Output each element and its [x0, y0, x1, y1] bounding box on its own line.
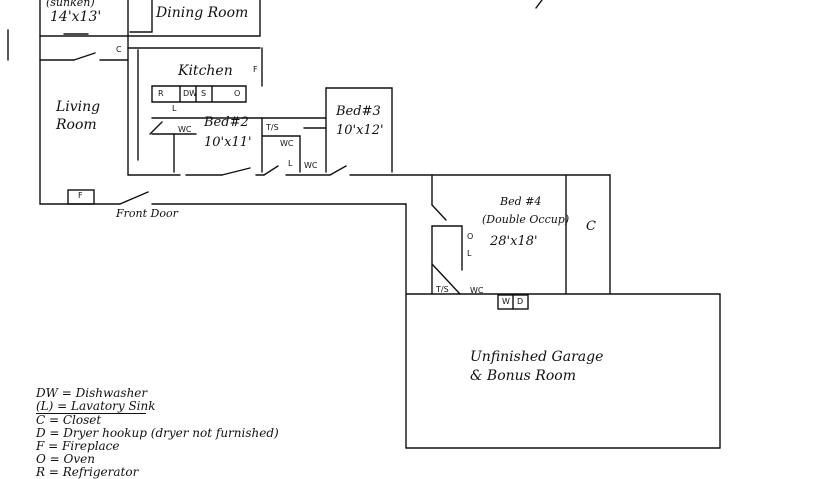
kitchen-label: Kitchen: [178, 63, 233, 79]
bed4-dims: 28'x18': [490, 234, 538, 249]
washer-marker: W: [502, 297, 510, 306]
closet-marker: C: [116, 45, 122, 54]
oven-marker: O: [234, 89, 241, 98]
bed4-label: Bed #4: [500, 195, 542, 208]
wc-marker: WC: [178, 125, 192, 134]
garage-label-2: & Bonus Room: [470, 368, 576, 384]
dishwasher-marker: DW: [183, 89, 198, 98]
legend-item: (L) = Lavatory Sink: [36, 399, 156, 414]
wc-marker-bed4: WC: [470, 286, 484, 295]
floor-plan-drawing: [7, 0, 721, 449]
legend-item: O = Oven: [36, 452, 95, 466]
bed3-label: Bed#3: [336, 104, 381, 119]
fridge-marker: R: [158, 89, 164, 98]
lav-sink-marker: L: [172, 104, 177, 113]
legend-item: D = Dryer hookup (dryer not furnished): [36, 426, 279, 440]
legend-item: F = Fireplace: [36, 439, 120, 453]
bed4-closet-label: C: [586, 219, 596, 234]
wc-marker-3: WC: [304, 161, 318, 170]
bed2-dims: 10'x11': [204, 135, 252, 150]
living-room-label-1: Living: [56, 99, 101, 115]
lav-sink-marker-2: L: [288, 159, 293, 168]
bed2-label: Bed#2: [204, 115, 249, 130]
wc-marker-2: WC: [280, 139, 294, 148]
front-door-label: Front Door: [116, 207, 178, 220]
bed4-note: (Double Occup): [482, 213, 570, 226]
tub-shower-marker-bed4: T/S: [436, 285, 449, 294]
bed3-dims: 10'x12': [336, 123, 384, 138]
legend: DW = Dishwasher (L) = Lavatory Sink C = …: [36, 387, 279, 479]
tub-shower-marker: T/S: [266, 123, 279, 132]
fireplace-marker: F: [78, 191, 83, 200]
legend-item: R = Refrigerator: [36, 465, 139, 479]
garage-label-1: Unfinished Garage: [470, 349, 604, 365]
sink-marker: S: [201, 89, 207, 98]
lav-sink-marker-bed4: L: [467, 249, 472, 258]
legend-item: DW = Dishwasher: [36, 386, 148, 400]
kitchen-fireplace-marker: F: [253, 65, 258, 74]
legend-item: C = Closet: [36, 413, 102, 427]
dryer-marker: D: [517, 297, 524, 306]
oven-marker-bed4: O: [467, 232, 474, 241]
dining-room-label: Dining Room: [156, 5, 249, 21]
living-room-label-2: Room: [56, 117, 97, 133]
family-room-dims: 14'x13': [50, 9, 102, 25]
family-room-note: (sunken): [46, 0, 95, 9]
